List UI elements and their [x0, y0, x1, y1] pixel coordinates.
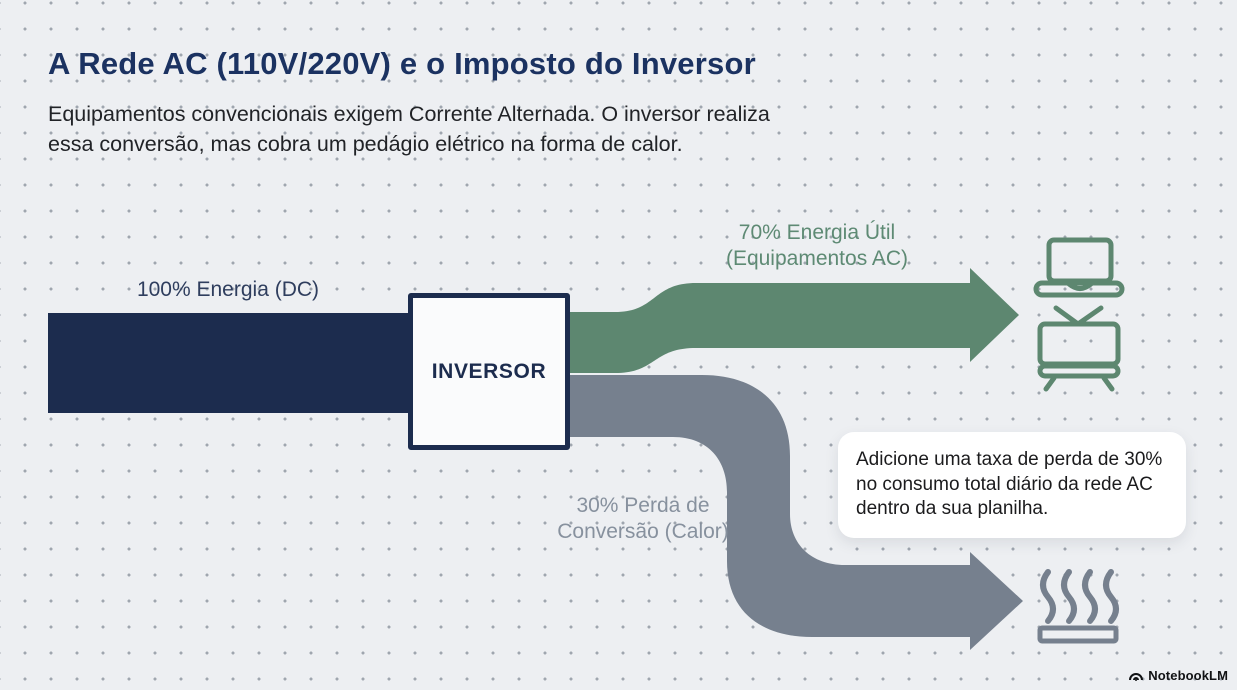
- page-subtitle: Equipamentos convencionais exigem Corren…: [48, 99, 770, 159]
- page-title: A Rede AC (110V/220V) e o Imposto do Inv…: [48, 46, 756, 81]
- input-flow-bar: [48, 313, 443, 413]
- loss-label: 30% Perda de Conversão (Calor): [493, 493, 793, 545]
- input-flow-label: 100% Energia (DC): [136, 278, 320, 301]
- heat-icon: [1037, 569, 1119, 644]
- callout-line-2: no consumo total diário da rede AC: [856, 473, 1153, 495]
- callout-line-1: Adicione uma taxa de perda de 30%: [856, 449, 1163, 470]
- subtitle-line-2: essa conversão, mas cobra um pedágio elé…: [48, 132, 683, 156]
- subtitle-line-1: Equipamentos convencionais exigem Corren…: [48, 102, 770, 126]
- callout-line-3: dentro da sua planilha.: [856, 498, 1049, 519]
- loss-label-line-1: 30% Perda de: [576, 494, 710, 517]
- useful-energy-label-line-2: (Equipamentos AC): [725, 247, 909, 270]
- loss-label-line-2: Conversão (Calor): [557, 520, 729, 543]
- notebooklm-branding: NotebookLM: [1128, 668, 1228, 683]
- tip-callout-text: Adicione uma taxa de perda de 30% no con…: [856, 448, 1168, 522]
- notebooklm-logo-icon: [1129, 672, 1144, 681]
- loss-arrow: [565, 375, 1023, 650]
- useful-energy-label-line-1: 70% Energia Útil: [738, 221, 896, 244]
- notebooklm-label: NotebookLM: [1148, 668, 1228, 683]
- tip-callout: Adicione uma taxa de perda de 30% no con…: [838, 432, 1186, 538]
- laptop-icon: [1033, 237, 1125, 298]
- tv-icon: [1037, 305, 1121, 392]
- useful-energy-label: 70% Energia Útil (Equipamentos AC): [667, 220, 967, 272]
- useful-energy-arrow: [565, 268, 1019, 373]
- inversor-node-label: INVERSOR: [431, 359, 547, 383]
- inversor-node: INVERSOR: [408, 293, 570, 450]
